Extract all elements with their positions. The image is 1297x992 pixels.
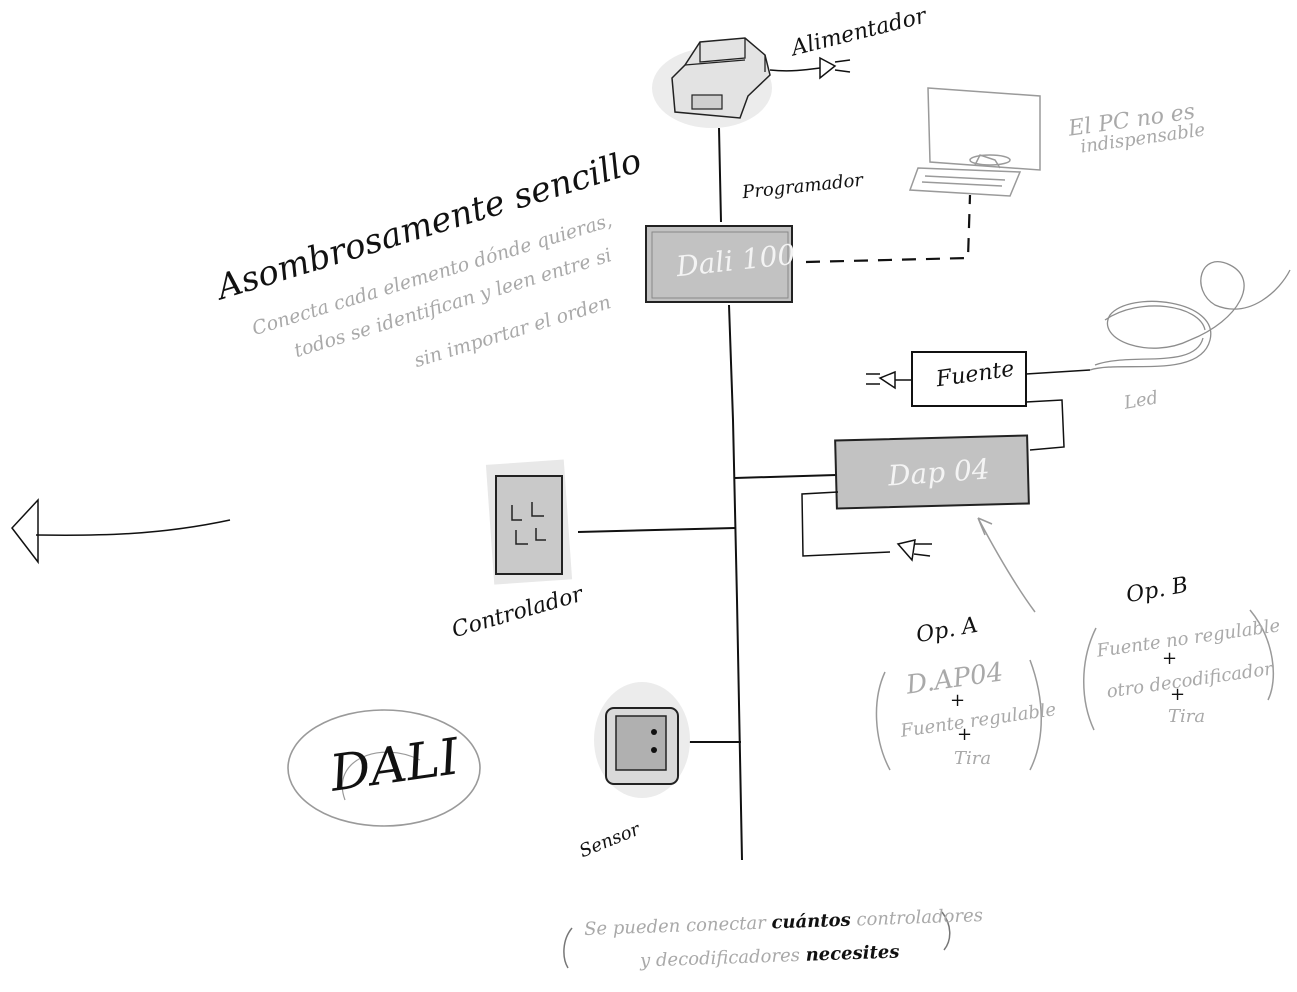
option-arrow	[977, 517, 1036, 613]
footer-emphasis-1: cuántos	[771, 909, 852, 934]
left-arrow-head	[11, 498, 39, 565]
dali-bus-line	[718, 127, 743, 861]
option-a-item-3: Tira	[954, 748, 992, 769]
sensor-icon	[594, 682, 690, 798]
dali-logo-swoosh	[341, 751, 421, 801]
option-b-plus-2: +	[1170, 684, 1186, 705]
led-strip-icon	[1089, 261, 1291, 371]
pc-icon	[908, 87, 1041, 197]
pc-dashed-link	[805, 194, 972, 264]
dali100-box	[645, 225, 793, 303]
power-supply-icon	[652, 37, 851, 128]
option-a-plus-2: +	[957, 724, 973, 745]
footer-emphasis-2: necesites	[805, 941, 900, 966]
dap04-box	[801, 434, 1030, 562]
fuente-box	[866, 351, 1091, 451]
dap04-label: Dap 04	[886, 452, 991, 493]
option-a-brackets	[875, 659, 1042, 771]
option-b-plus-1: +	[1162, 648, 1178, 669]
option-a-plus-1: +	[950, 690, 966, 711]
footer-brackets	[563, 911, 951, 969]
bus-branch-dap	[734, 474, 837, 479]
dali-logo-oval	[287, 709, 481, 827]
controller-icon	[485, 459, 573, 585]
option-b-brackets	[1083, 609, 1275, 731]
bus-branch-controller	[577, 527, 736, 533]
left-arrow	[35, 519, 231, 537]
option-b-item-3: Tira	[1168, 706, 1206, 727]
